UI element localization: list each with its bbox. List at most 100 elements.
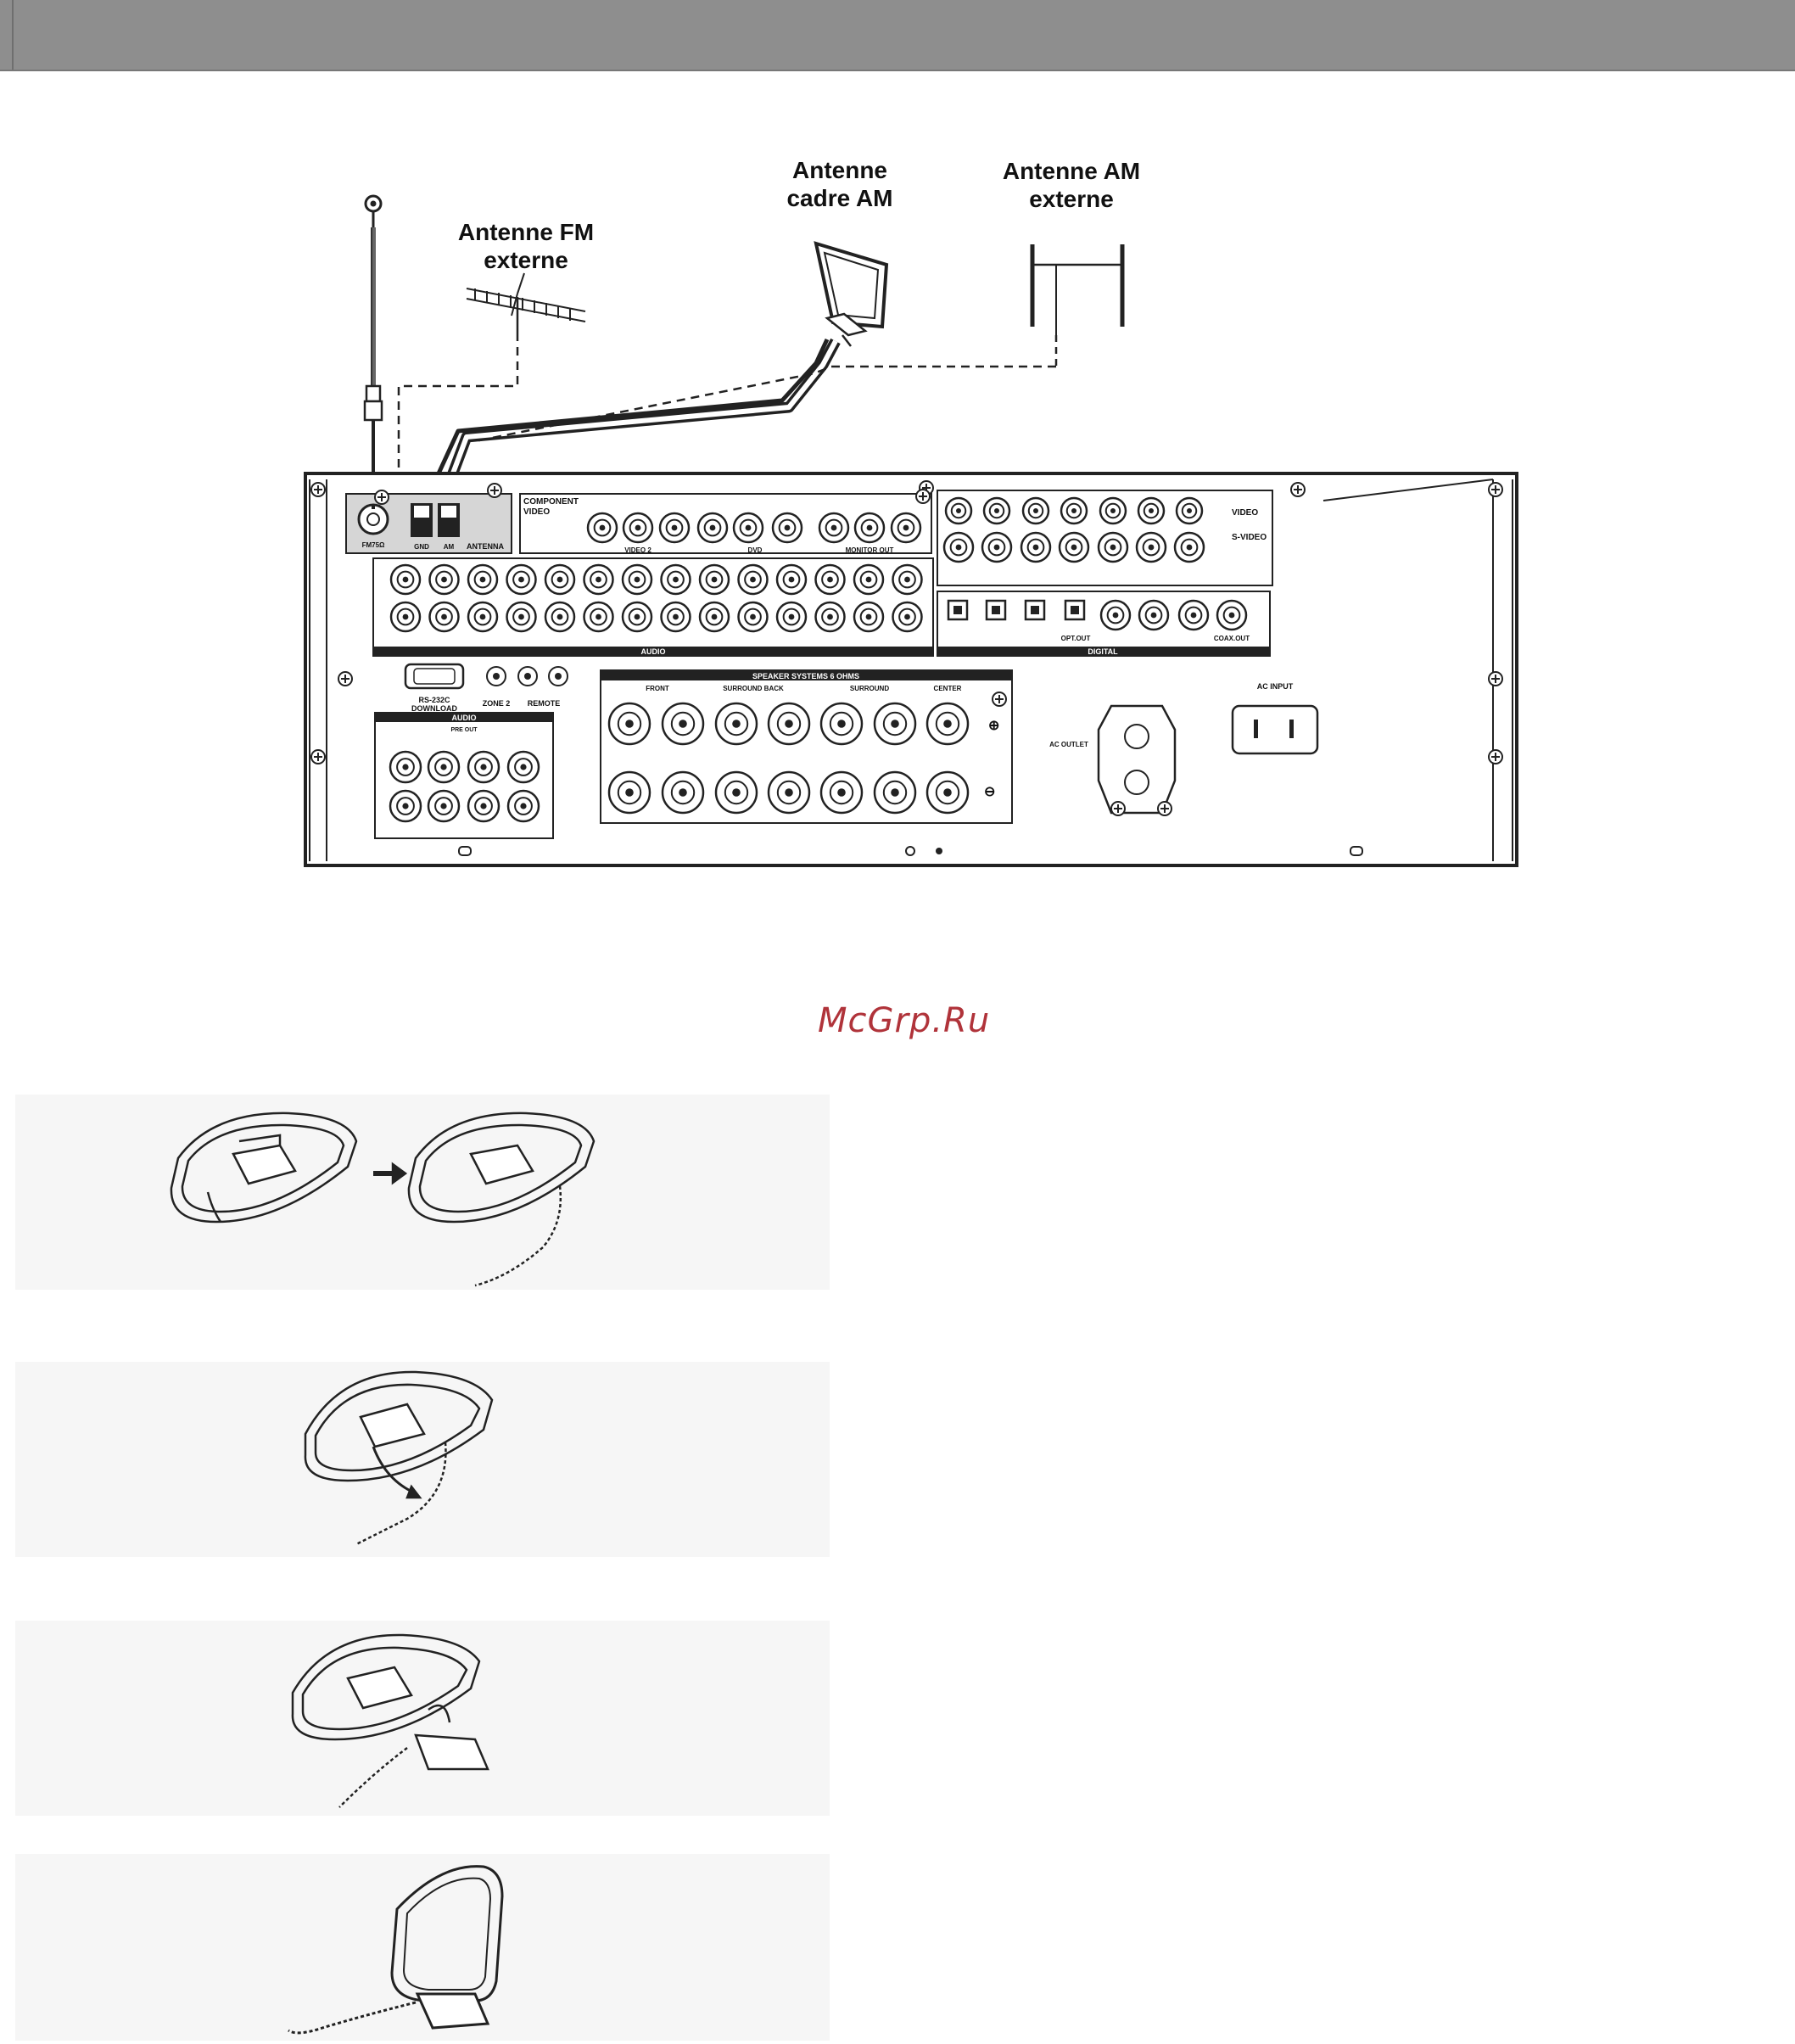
audio-jack[interactable] (893, 602, 922, 631)
audio-jack[interactable] (468, 565, 497, 594)
screw-icon (1489, 750, 1502, 764)
audio-jack[interactable] (700, 565, 729, 594)
ac-outlet[interactable] (1099, 706, 1175, 813)
optical-jack-core (992, 606, 1000, 614)
speaker-terminal[interactable] (875, 772, 915, 813)
svideo-jack[interactable] (1021, 533, 1050, 562)
pre-out-jack[interactable] (390, 791, 421, 821)
audio-jack[interactable] (893, 565, 922, 594)
audio-jack[interactable] (777, 565, 806, 594)
audio-jack[interactable] (468, 602, 497, 631)
coax-jack[interactable] (1179, 601, 1208, 630)
digital-label: DIGITAL (1088, 647, 1118, 656)
coax-jack[interactable] (1217, 601, 1246, 630)
speaker-systems-label: SPEAKER SYSTEMS 6 OHMS (752, 672, 859, 680)
audio-jack[interactable] (816, 565, 845, 594)
audio-jack[interactable] (545, 565, 574, 594)
video-jack[interactable] (1061, 498, 1087, 524)
video-jack[interactable] (1100, 498, 1126, 524)
speaker-terminal[interactable] (769, 772, 809, 813)
audio-jack[interactable] (662, 565, 691, 594)
component-jack[interactable] (623, 513, 652, 542)
antenna-label: ANTENNA (467, 542, 504, 551)
fm-external-label-2: externe (484, 247, 568, 273)
coax-out-label: COAX.OUT (1214, 635, 1250, 642)
audio-jack[interactable] (545, 602, 574, 631)
component-jack[interactable] (660, 513, 689, 542)
speaker-terminal[interactable] (927, 772, 968, 813)
audio-jack[interactable] (662, 602, 691, 631)
audio-jack[interactable] (623, 565, 651, 594)
fm-external-label-1: Antenne FM (458, 219, 594, 245)
speaker-terminal[interactable] (821, 703, 862, 744)
pre-out-jack[interactable] (390, 752, 421, 782)
video-label: VIDEO (1232, 508, 1258, 518)
speaker-terminal[interactable] (716, 703, 757, 744)
speaker-terminal[interactable] (769, 703, 809, 744)
audio-jack[interactable] (623, 602, 651, 631)
am-loop-label-1: Antenne (792, 157, 887, 183)
am-external-label-2: externe (1029, 186, 1114, 212)
coax-jack[interactable] (1139, 601, 1168, 630)
video-jack[interactable] (1177, 498, 1202, 524)
pre-out-jack[interactable] (508, 791, 539, 821)
svideo-jack[interactable] (1175, 533, 1204, 562)
speaker-terminal[interactable] (609, 703, 650, 744)
screw-icon (488, 484, 501, 497)
video-jack[interactable] (984, 498, 1009, 524)
pre-out-jack[interactable] (468, 752, 499, 782)
component-jack[interactable] (698, 513, 727, 542)
screw-icon (1111, 802, 1125, 815)
pre-out-jack[interactable] (508, 752, 539, 782)
pre-out-jack[interactable] (428, 752, 459, 782)
audio-jack[interactable] (430, 565, 459, 594)
component-jack[interactable] (588, 513, 617, 542)
download-label: DOWNLOAD (411, 704, 457, 713)
speaker-terminal[interactable] (821, 772, 862, 813)
svideo-jack[interactable] (982, 533, 1011, 562)
svideo-jack[interactable] (1060, 533, 1088, 562)
speaker-terminal[interactable] (716, 772, 757, 813)
component-jack[interactable] (773, 513, 802, 542)
audio-jack[interactable] (777, 602, 806, 631)
svideo-jack[interactable] (1099, 533, 1127, 562)
audio-jack[interactable] (430, 602, 459, 631)
audio-jack[interactable] (739, 602, 768, 631)
audio-jack[interactable] (391, 565, 420, 594)
pre-out-jack[interactable] (428, 791, 459, 821)
screw-icon (993, 692, 1006, 706)
svideo-label: S-VIDEO (1232, 533, 1267, 542)
coax-jack[interactable] (1101, 601, 1130, 630)
speaker-terminal[interactable] (609, 772, 650, 813)
ac-input[interactable] (1233, 706, 1317, 753)
plus-symbol: ⊕ (988, 719, 999, 733)
audio-jack[interactable] (584, 565, 613, 594)
screw-icon (1489, 672, 1502, 686)
speaker-terminal[interactable] (663, 703, 703, 744)
svideo-jack[interactable] (944, 533, 973, 562)
video-jack[interactable] (1023, 498, 1048, 524)
audio-jack[interactable] (507, 565, 536, 594)
ac-input-label: AC INPUT (1257, 682, 1294, 691)
audio-jack[interactable] (584, 602, 613, 631)
component-jack[interactable] (819, 513, 848, 542)
pre-out-jack[interactable] (468, 791, 499, 821)
audio-jack[interactable] (816, 602, 845, 631)
speaker-terminal[interactable] (663, 772, 703, 813)
svideo-jack[interactable] (1137, 533, 1166, 562)
rs232c-label: RS-232C (418, 696, 450, 704)
video-jack[interactable] (1138, 498, 1164, 524)
component-jack[interactable] (855, 513, 884, 542)
screw-icon (1489, 483, 1502, 496)
audio-jack[interactable] (854, 602, 883, 631)
audio-jack[interactable] (700, 602, 729, 631)
component-jack[interactable] (892, 513, 920, 542)
audio-jack[interactable] (854, 565, 883, 594)
component-jack[interactable] (734, 513, 763, 542)
audio-jack[interactable] (507, 602, 536, 631)
audio-jack[interactable] (739, 565, 768, 594)
speaker-terminal[interactable] (875, 703, 915, 744)
audio-jack[interactable] (391, 602, 420, 631)
speaker-terminal[interactable] (927, 703, 968, 744)
video-jack[interactable] (946, 498, 971, 524)
